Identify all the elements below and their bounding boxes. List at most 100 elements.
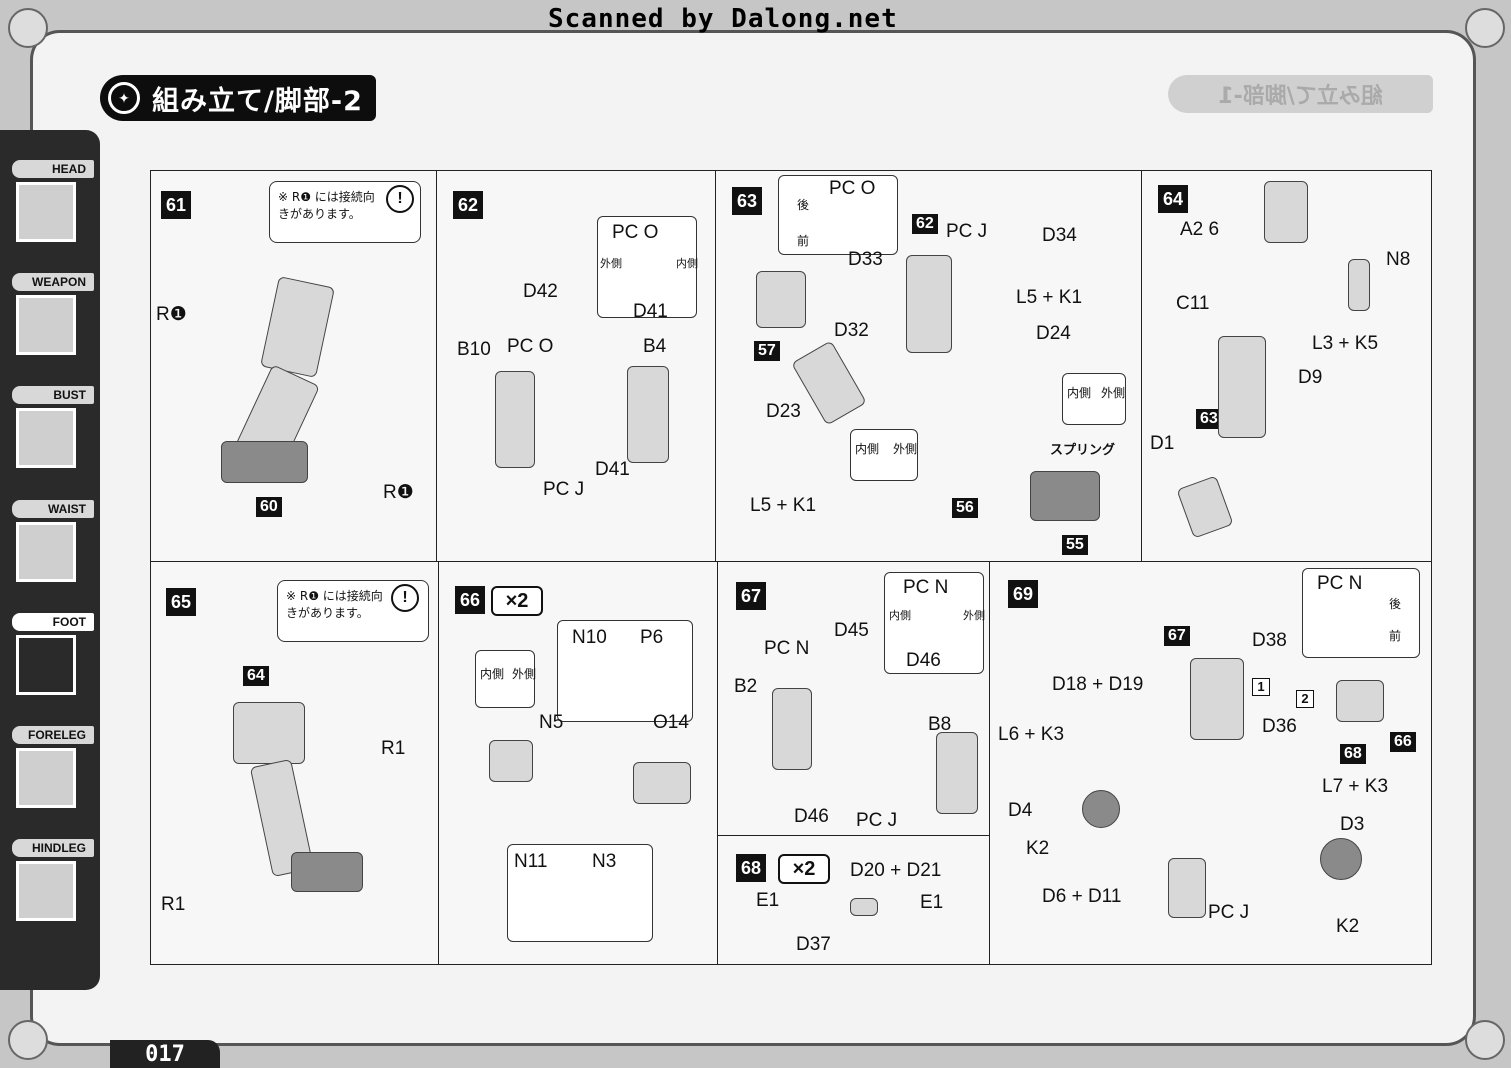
- step-67-panel: 67 D45 PC N PC N 内側 外側 B2 D46 B8 D46 PC …: [717, 561, 990, 837]
- part-label: K2: [1336, 916, 1360, 937]
- part-label: D41: [595, 459, 630, 480]
- sidebar-item-label: HINDLEG: [12, 839, 94, 857]
- part-label: PC J: [543, 479, 585, 500]
- part-label: O14: [653, 712, 689, 733]
- part-label: N11: [514, 851, 548, 872]
- part-label: L6 + K3: [998, 724, 1065, 745]
- step-62-panel: 62 PC O 外側 内側 D42 D41 B10 PC O B4 PC J D…: [436, 170, 716, 562]
- part-label: PC N: [1317, 573, 1363, 594]
- claw-part: [633, 762, 691, 804]
- subassembly-tag: 56: [952, 498, 978, 518]
- part-label: C11: [1176, 293, 1210, 314]
- frame-part: [936, 732, 978, 814]
- detail-inset: PC O 後 前: [778, 175, 898, 255]
- direction-label: 後: [1389, 597, 1402, 611]
- part-label: D23: [766, 401, 801, 422]
- claw-part: [756, 271, 806, 328]
- subassembly-tag: 63: [1196, 409, 1222, 429]
- armor-part: [1264, 181, 1308, 243]
- sidebar-item-bust[interactable]: BUST: [8, 386, 98, 486]
- foot-armor-part: [1176, 475, 1234, 539]
- part-label: R❶: [156, 304, 187, 325]
- side-label: 内側: [676, 258, 698, 270]
- claw-part: [1336, 680, 1384, 722]
- scan-credit: Scanned by Dalong.net: [548, 4, 898, 34]
- foot-thumbnail-icon: [16, 635, 76, 695]
- arm-part: [791, 340, 867, 426]
- corner-bolt-icon: [1465, 8, 1505, 48]
- foreleg-thumbnail-icon: [16, 748, 76, 808]
- step-69-panel: 69 PC N 後 前 67 D38 D18 + D19 1 2 D36 66 …: [989, 561, 1432, 965]
- subassembly-tag: 68: [1340, 744, 1366, 764]
- part-label: B10: [457, 339, 491, 360]
- part-label: A2 6: [1180, 219, 1220, 240]
- spring-label: スプリング: [1050, 442, 1116, 457]
- frame-part: [495, 371, 535, 468]
- part-label: E1: [756, 890, 780, 911]
- part-label: PC N: [903, 577, 949, 598]
- detail-inset: 内側 外側: [1062, 373, 1126, 425]
- sidebar-item-head[interactable]: HEAD: [8, 160, 98, 260]
- part-label: E1: [920, 892, 944, 913]
- wheel-part: [1320, 838, 1362, 880]
- step-number: 63: [732, 187, 762, 215]
- bust-thumbnail-icon: [16, 408, 76, 468]
- corner-bolt-icon: [8, 1020, 48, 1060]
- step-68-panel: 68 ×2 D20 + D21 E1 E1 D37: [717, 835, 990, 965]
- side-label: 内側: [1067, 386, 1092, 400]
- part-label: K2: [1026, 838, 1050, 859]
- claw-part: [1348, 259, 1370, 311]
- leg-upper-part: [260, 276, 335, 378]
- part-label: D37: [796, 934, 831, 955]
- detail-inset: N10 P6: [557, 620, 693, 722]
- weapon-thumbnail-icon: [16, 295, 76, 355]
- leg-part: [1218, 336, 1266, 438]
- part-label: B2: [734, 676, 758, 697]
- part-label: PC O: [507, 336, 554, 357]
- part-label: R1: [381, 738, 406, 759]
- bleed-through-title: 組み立て/脚部-1: [1168, 75, 1433, 113]
- sidebar-item-foreleg[interactable]: FORELEG: [8, 726, 98, 826]
- detail-inset: PC N 内側 外側: [884, 572, 985, 674]
- sidebar-item-label: WEAPON: [12, 273, 94, 291]
- waist-thumbnail-icon: [16, 522, 76, 582]
- part-label: PC N: [764, 638, 810, 659]
- sidebar-item-hindleg[interactable]: HINDLEG: [8, 839, 98, 939]
- part-label: PC J: [1208, 902, 1250, 923]
- part-label: L3 + K5: [1312, 333, 1379, 354]
- subassembly-tag: 67: [1164, 626, 1190, 646]
- part-label: N10: [572, 627, 607, 648]
- side-label: 外側: [1101, 386, 1126, 400]
- part-label: D46: [906, 650, 941, 671]
- step-number: 64: [1158, 185, 1188, 213]
- direction-label: 後: [797, 198, 810, 212]
- hindleg-thumbnail-icon: [16, 861, 76, 921]
- corner-bolt-icon: [8, 8, 48, 48]
- side-label: 外側: [600, 258, 622, 270]
- direction-label: 前: [797, 234, 810, 248]
- part-label: PC O: [612, 222, 659, 243]
- part-label: D45: [834, 620, 869, 641]
- part-label: PC J: [856, 810, 898, 831]
- part-label: R❶: [383, 482, 414, 503]
- subassembly-tag: 62: [912, 214, 938, 234]
- sidebar-item-foot[interactable]: FOOT: [8, 613, 98, 713]
- subassembly-tag: 60: [256, 497, 282, 517]
- subassembly-tag: 64: [243, 666, 269, 686]
- sequence-box: 2: [1296, 690, 1314, 708]
- multiplier-badge: ×2: [491, 586, 543, 616]
- page-title: 組み立て/脚部-2: [152, 85, 363, 117]
- part-label: D38: [1252, 630, 1287, 651]
- part-label: D34: [1042, 225, 1077, 246]
- part-label: D42: [523, 281, 558, 302]
- side-label: 外側: [963, 610, 985, 622]
- sidebar-item-waist[interactable]: WAIST: [8, 500, 98, 600]
- sidebar-item-weapon[interactable]: WEAPON: [8, 273, 98, 373]
- detail-inset: PC O 外側 内側: [597, 216, 698, 318]
- warning-icon: !: [386, 185, 414, 213]
- detail-inset: 内側 外側: [475, 650, 536, 708]
- side-label: 内側: [889, 610, 911, 622]
- part-label: D1: [1150, 433, 1175, 454]
- frame-part: [906, 255, 952, 353]
- part-label: D24: [1036, 323, 1071, 344]
